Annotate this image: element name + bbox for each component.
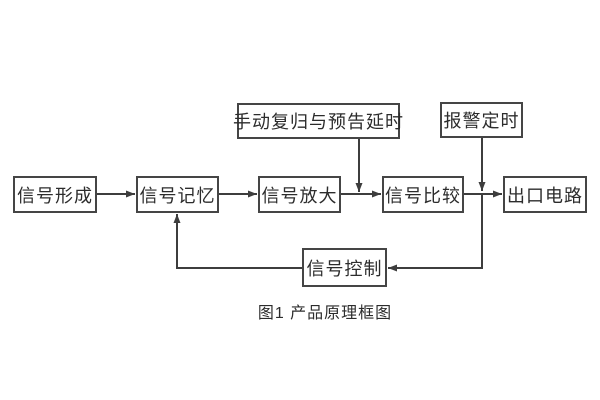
- node-signal-compare-label: 信号比较: [385, 185, 461, 206]
- node-signal-control: 信号控制: [302, 248, 387, 287]
- node-alarm-timing: 报警定时: [440, 102, 523, 138]
- node-manual-reset-delay: 手动复归与预告延时: [233, 103, 403, 139]
- node-signal-amplify-label: 信号放大: [261, 185, 338, 206]
- node-output-circuit: 出口电路: [503, 176, 587, 213]
- edge-junction-to-signal-control: [388, 194, 483, 272]
- node-alarm-timing-label: 报警定时: [443, 111, 520, 131]
- figure-caption: 图1 产品原理框图: [257, 305, 393, 322]
- node-signal-memory-label: 信号记忆: [139, 185, 216, 206]
- node-signal-compare: 信号比较: [382, 176, 464, 213]
- node-signal-control-label: 信号控制: [306, 258, 383, 279]
- node-signal-formation-label: 信号形成: [17, 185, 93, 206]
- node-signal-memory: 信号记忆: [136, 176, 219, 213]
- node-manual-reset-delay-label: 手动复归与预告延时: [233, 112, 404, 132]
- node-signal-formation: 信号形成: [13, 176, 97, 213]
- node-signal-amplify: 信号放大: [258, 176, 341, 213]
- edge-signal-control-to-memory: [173, 214, 302, 269]
- node-output-circuit-label: 出口电路: [507, 185, 583, 206]
